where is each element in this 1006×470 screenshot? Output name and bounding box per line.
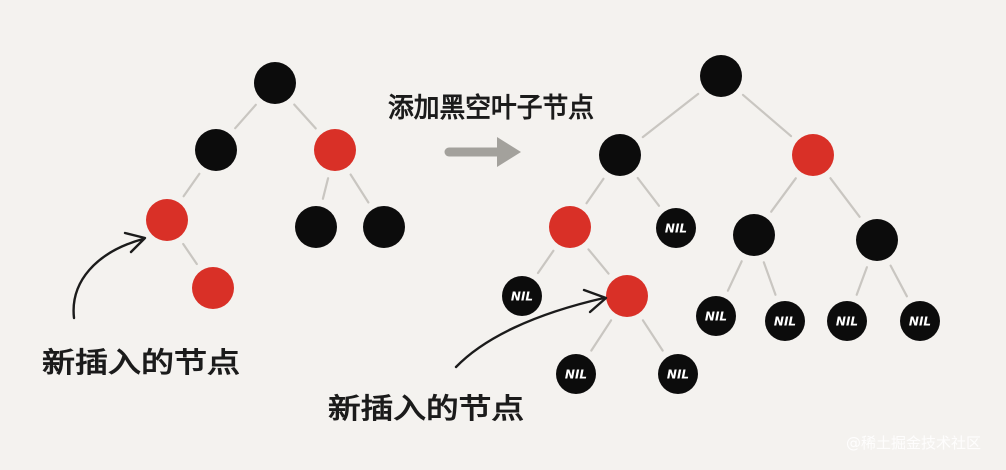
nil-label: NIL [774,315,796,329]
tree-edge [889,264,909,298]
nil-label: NIL [667,368,689,382]
new-node-label-right: 新插入的节点 [328,392,524,425]
black-node [733,214,775,256]
tree-before-insertion [146,62,405,309]
new-node-label-left: 新插入的节点 [42,346,240,379]
black-node-circle [195,129,237,171]
tree-edge [321,177,330,200]
tree-edge [636,176,661,207]
red-node-new [606,275,648,317]
red-node-circle [549,206,591,248]
black-node-circle [856,219,898,261]
tree-edge [770,177,797,213]
red-node-circle [606,275,648,317]
tree-before-nodes [146,62,405,309]
red-node-circle [792,134,834,176]
tree-edge [585,177,605,205]
tree-edge [182,242,198,266]
black-node [254,62,296,104]
tree-edge [234,103,257,130]
tree-after-nil-leaves: NIL NIL NIL NIL NIL NIL NIL NIL [502,55,940,394]
red-node [146,199,188,241]
nil-leaf: NIL [900,301,940,341]
nil-label: NIL [836,315,858,329]
nil-label: NIL [511,290,533,304]
black-node [363,206,405,248]
new-node-pointer-arrow-right-icon [454,288,608,369]
nil-label: NIL [565,368,587,382]
tree-edge [536,249,555,275]
nil-leaf-circle [765,301,805,341]
nil-leaf-circle [658,354,698,394]
black-node [195,129,237,171]
red-node [314,129,356,171]
tree-edge [641,319,664,352]
nil-leaf: NIL [502,276,542,316]
tree-edge [587,248,610,275]
red-node-circle [146,199,188,241]
tree-edge [741,93,793,138]
watermark: @稀土掘金技术社区 [846,434,981,452]
nil-leaf: NIL [765,301,805,341]
transform-label: 添加黑空叶子节点 [388,92,594,124]
tree-edge [641,92,700,139]
nil-leaf-circle [656,208,696,248]
nil-leaf-circle [900,301,940,341]
nil-leaf-circle [827,301,867,341]
black-node-circle [733,214,775,256]
red-node-circle [314,129,356,171]
tree-after-nodes: NIL NIL NIL NIL NIL NIL NIL NIL [502,55,940,394]
black-node [295,206,337,248]
black-node-circle [254,62,296,104]
nil-label: NIL [665,222,687,236]
tree-edge [293,103,317,130]
black-node-circle [700,55,742,97]
black-node [700,55,742,97]
new-node-pointer-arrow-left-icon [72,231,147,320]
nil-leaf-circle [502,276,542,316]
tree-edge [762,261,777,296]
black-node [599,134,641,176]
nil-leaf-circle [556,354,596,394]
black-node-circle [363,206,405,248]
red-node [549,206,591,248]
tree-edge [829,177,861,218]
tree-after-edges [536,92,909,352]
red-node-new [192,267,234,309]
tree-edge [855,266,869,296]
nil-leaf: NIL [658,354,698,394]
nil-label: NIL [909,315,931,329]
nil-label: NIL [705,310,727,324]
black-node-circle [295,206,337,248]
tree-edge [726,260,743,292]
red-node-circle [192,267,234,309]
nil-leaf-circle [696,296,736,336]
nil-leaf: NIL [556,354,596,394]
black-node-circle [599,134,641,176]
tree-edge [349,173,370,204]
nil-leaf: NIL [656,208,696,248]
nil-leaf: NIL [827,301,867,341]
red-node [792,134,834,176]
tree-edge [590,319,613,352]
tree-before-edges [182,103,370,266]
transform-arrow-icon [444,137,521,167]
nil-leaf: NIL [696,296,736,336]
tree-edge [182,172,201,198]
black-node [856,219,898,261]
